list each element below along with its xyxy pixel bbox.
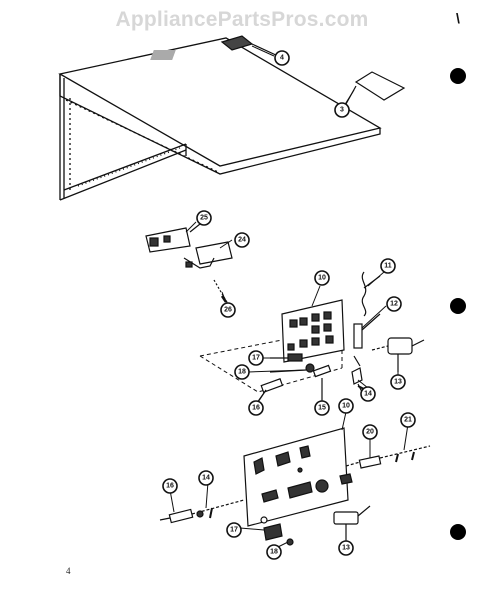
- switch-assembly: [145, 223, 233, 305]
- page-number: 4: [66, 566, 71, 576]
- callout-label: 16: [252, 405, 260, 412]
- label-part-4: [220, 35, 279, 57]
- callout-label: 18: [238, 369, 246, 376]
- callout-label: 17: [230, 527, 238, 534]
- callout-4: 4: [274, 50, 290, 66]
- callout-11: 11: [380, 258, 396, 274]
- callout-26: 26: [220, 302, 236, 318]
- callout-label: 12: [390, 301, 398, 308]
- binder-holes: [450, 68, 466, 540]
- callout-label: 13: [342, 545, 350, 552]
- callout-label: 10: [342, 403, 350, 410]
- callout-label: 20: [366, 429, 374, 436]
- binder-hole: [450, 298, 466, 314]
- corner-mark: \: [456, 10, 460, 26]
- callout-12: 12: [386, 296, 402, 312]
- spring-and-sensor: [353, 271, 381, 367]
- callout-label: 11: [384, 263, 392, 270]
- callout-3: 3: [334, 102, 350, 118]
- callout-label: 16: [166, 483, 174, 490]
- callout-20: 20: [362, 424, 378, 440]
- callout-label: 10: [318, 275, 326, 282]
- callout-label: 14: [364, 391, 372, 398]
- callout-label: 15: [318, 405, 326, 412]
- callout-label: 13: [394, 379, 402, 386]
- callout-label: 3: [340, 107, 344, 114]
- callout-25: 25: [196, 210, 212, 226]
- callout-label: 4: [280, 55, 284, 62]
- callout-18: 18: [234, 364, 250, 380]
- binder-hole: [450, 524, 466, 540]
- leader-lines: [169, 45, 409, 549]
- callout-16: 16: [162, 478, 178, 494]
- callout-17: 17: [226, 522, 242, 538]
- callout-14: 14: [360, 386, 376, 402]
- callout-label: 17: [252, 355, 260, 362]
- callout-24: 24: [234, 232, 250, 248]
- label-part-3: [345, 71, 406, 105]
- callout-13: 13: [338, 540, 354, 556]
- callout-label: 26: [224, 307, 232, 314]
- callout-10: 10: [314, 270, 330, 286]
- callout-21: 21: [400, 412, 416, 428]
- callout-label: 14: [202, 475, 210, 482]
- callout-13: 13: [390, 374, 406, 390]
- binder-hole: [450, 68, 466, 84]
- small-parts-lower: [159, 445, 431, 546]
- callout-10: 10: [338, 398, 354, 414]
- callout-label: 18: [270, 549, 278, 556]
- callout-label: 24: [238, 237, 246, 244]
- top-cover-panel: [58, 37, 382, 201]
- callout-18: 18: [266, 544, 282, 560]
- callout-14: 14: [198, 470, 214, 486]
- callout-label: 25: [200, 215, 208, 222]
- callout-15: 15: [314, 400, 330, 416]
- callout-16: 16: [248, 400, 264, 416]
- bracket-outline: [199, 339, 343, 393]
- watermark-text: AppliancePartsPros.com: [115, 8, 369, 31]
- control-board-lower: [243, 427, 353, 527]
- control-board-upper: [281, 299, 345, 363]
- callout-label: 21: [404, 417, 412, 424]
- callout-17: 17: [248, 350, 264, 366]
